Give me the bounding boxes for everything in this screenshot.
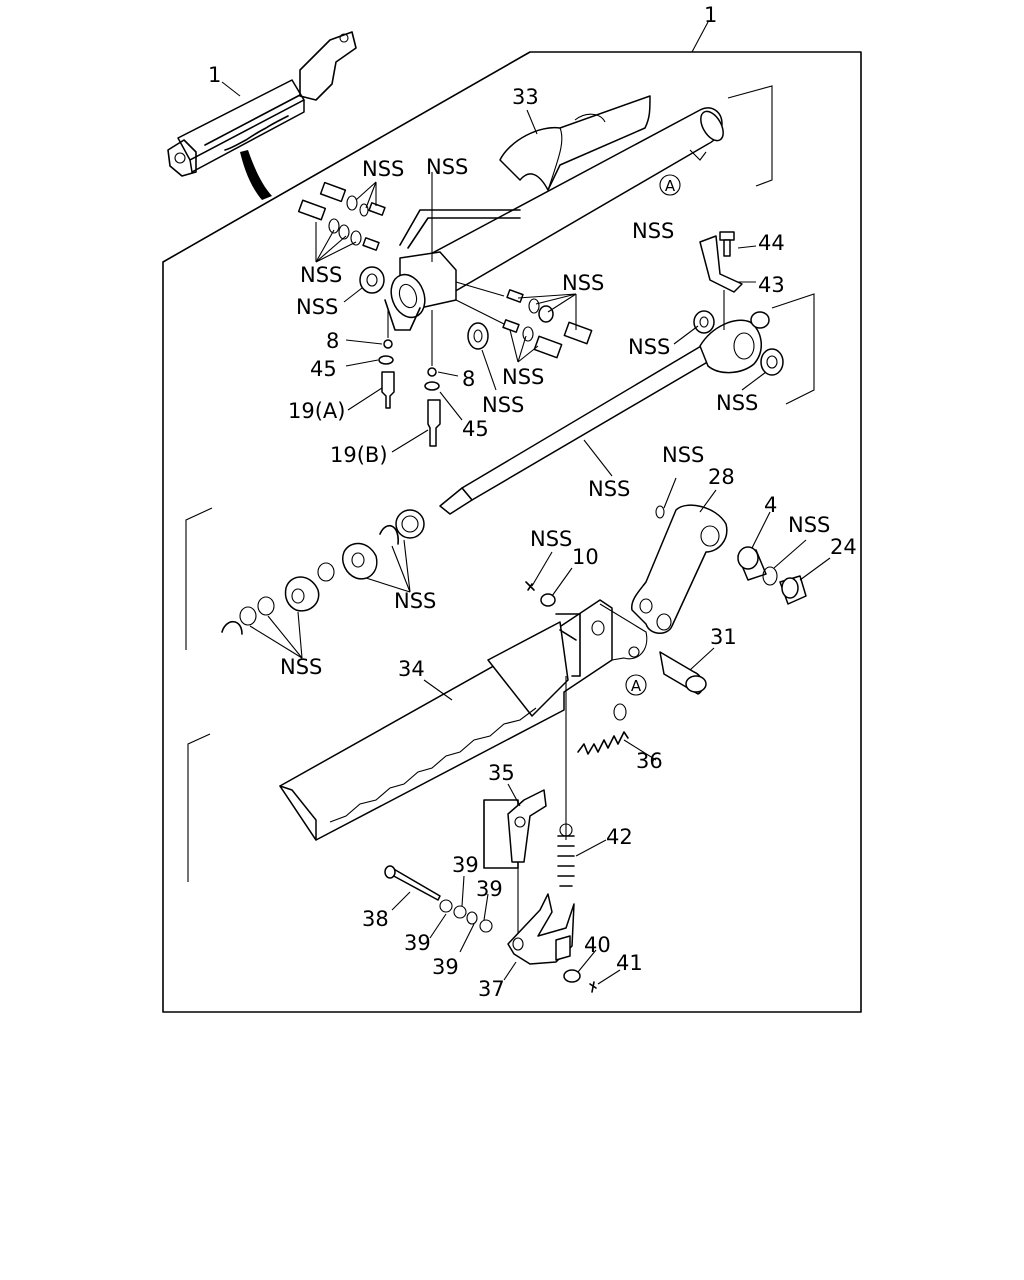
nss-label-15: NSS <box>394 589 436 613</box>
upper-block <box>384 251 457 331</box>
nss-label-14: NSS <box>530 527 572 551</box>
leader-34 <box>423 679 453 701</box>
lower-shaft <box>439 310 784 515</box>
pin-31 <box>659 647 715 695</box>
retainer-chain <box>221 509 425 635</box>
ref-a-top: A <box>665 177 676 195</box>
leaders-fittings <box>345 339 497 453</box>
ref-a-top-circle <box>659 174 681 196</box>
callout-39d: 39 <box>432 955 459 979</box>
callout-38: 38 <box>362 907 389 931</box>
nss-label-6: NSS <box>562 271 604 295</box>
part-10-pin <box>525 551 573 607</box>
frame-leader-1 <box>691 21 709 53</box>
bracket-lower-right <box>771 293 815 405</box>
callout-45b: 45 <box>462 417 489 441</box>
cover-part-33 <box>499 95 651 191</box>
nss-label-9: NSS <box>628 335 670 359</box>
bolts-upper-right <box>455 281 593 359</box>
callout-43: 43 <box>758 273 785 297</box>
callout-24: 24 <box>830 535 857 559</box>
callout-35: 35 <box>488 761 515 785</box>
callout-45a: 45 <box>310 357 337 381</box>
nss-label-4: NSS <box>300 263 342 287</box>
leaders-lower-shaft <box>583 325 767 477</box>
channel-34 <box>279 599 648 841</box>
nss-label-11: NSS <box>588 477 630 501</box>
nss-label-8: NSS <box>482 393 524 417</box>
callout-8b: 8 <box>462 367 475 391</box>
nss-label-1: NSS <box>362 157 404 181</box>
nss-label-3: NSS <box>632 219 674 243</box>
callout-8a: 8 <box>326 329 339 353</box>
callout-44: 44 <box>758 231 785 255</box>
inset-arrow <box>240 150 272 200</box>
leaders-upper-left <box>315 172 433 303</box>
nss-label-12: NSS <box>662 443 704 467</box>
ref-a-mid: A <box>631 677 642 695</box>
lever-28 <box>631 504 807 634</box>
nss-label-13: NSS <box>788 513 830 537</box>
bracket-left-low <box>187 733 211 882</box>
callout-10: 10 <box>572 545 599 569</box>
leaders-lever <box>663 477 831 581</box>
spring-42 <box>557 823 607 887</box>
nss-label-5: NSS <box>296 295 338 319</box>
callout-37: 37 <box>478 977 505 1001</box>
nss-label-10: NSS <box>716 391 758 415</box>
fittings-19 <box>378 310 489 447</box>
callout-40: 40 <box>584 933 611 957</box>
callout-39a: 39 <box>452 853 479 877</box>
callout-1-top: 1 <box>704 3 717 27</box>
leader-33 <box>526 109 538 135</box>
bracket-upper-right <box>727 85 773 187</box>
callout-31: 31 <box>710 625 737 649</box>
callout-33: 33 <box>512 85 539 109</box>
callout-39b: 39 <box>476 877 503 901</box>
spring-36 <box>577 703 657 761</box>
bracket-left-mid <box>185 507 213 650</box>
callout-34: 34 <box>398 657 425 681</box>
nss-label-16: NSS <box>280 655 322 679</box>
nss-label-2: NSS <box>426 155 468 179</box>
leaders-pedal <box>391 875 621 985</box>
callout-36: 36 <box>636 749 663 773</box>
diagram-frame <box>162 51 862 1013</box>
leaders-retainers <box>249 539 411 659</box>
pedal-37 <box>507 868 597 993</box>
nss-label-7: NSS <box>502 365 544 389</box>
callout-39c: 39 <box>404 931 431 955</box>
callout-42: 42 <box>606 825 633 849</box>
inset-assembly-drawing <box>167 31 357 177</box>
bracket-35 <box>483 783 547 869</box>
callout-4: 4 <box>764 493 777 517</box>
callout-28: 28 <box>708 465 735 489</box>
ref-a-mid-circle <box>625 674 647 696</box>
bolts-upper-left <box>297 181 386 294</box>
callout-1-inset: 1 <box>208 63 221 87</box>
leaders-upper-right <box>509 293 577 363</box>
upper-shaft <box>399 107 724 301</box>
bracket-43-44 <box>699 231 757 330</box>
callout-41: 41 <box>616 951 643 975</box>
pin-38 <box>384 865 493 933</box>
callout-19b: 19(B) <box>330 443 388 467</box>
inset-leader <box>221 81 241 97</box>
callout-19a: 19(A) <box>288 399 345 423</box>
